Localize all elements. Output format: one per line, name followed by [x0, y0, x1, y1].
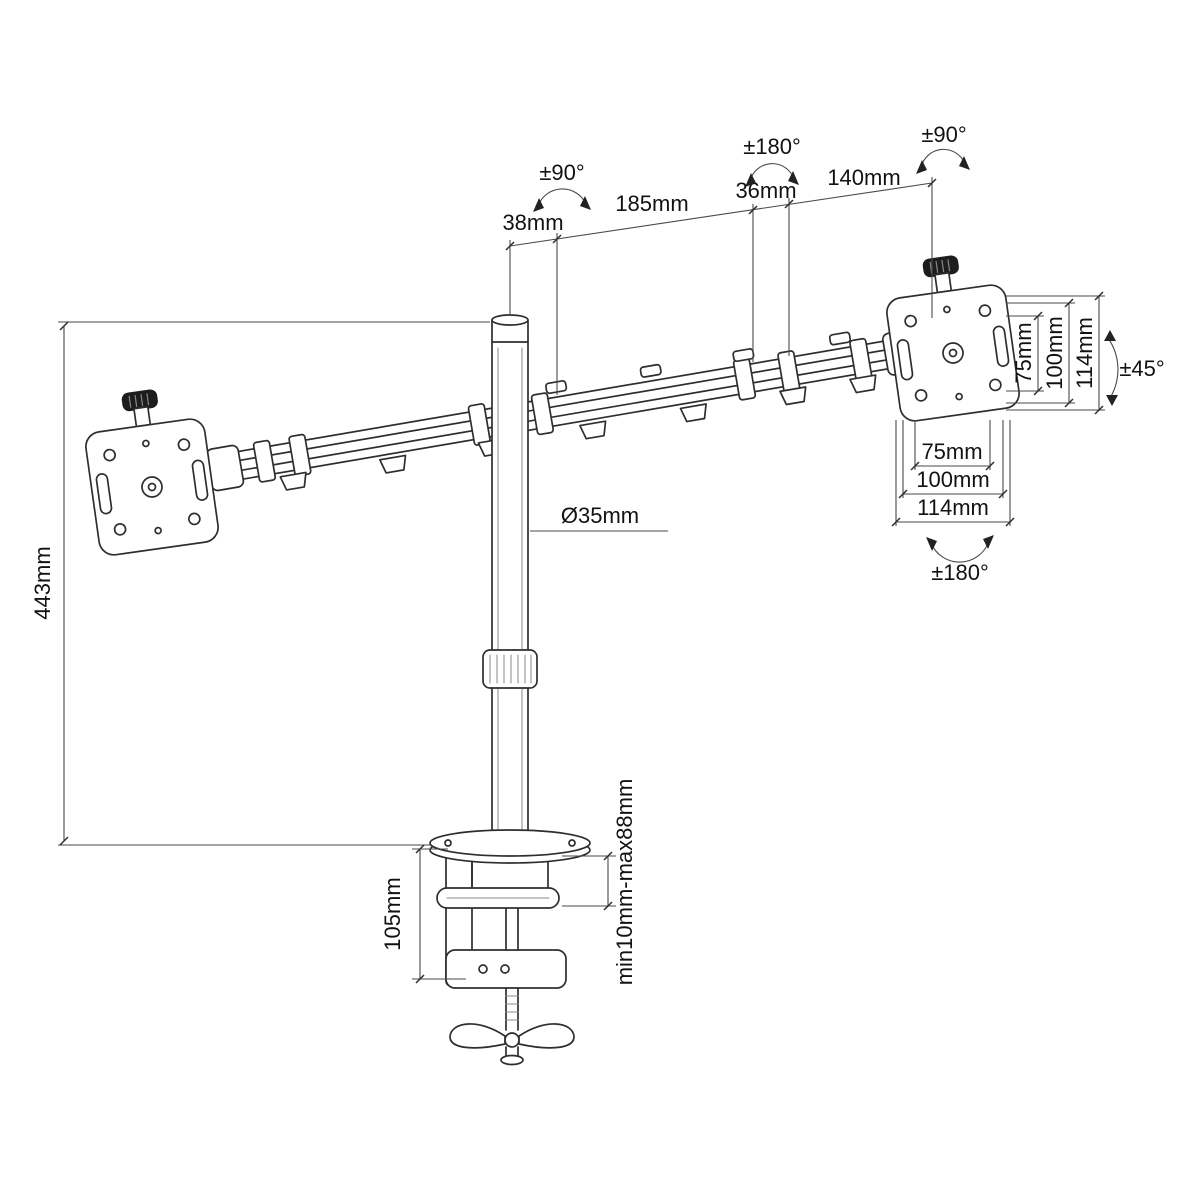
- rotation-arc-right-mount: [916, 148, 970, 174]
- arm-bracket: [252, 439, 277, 483]
- dimension-annotations: 38mm 185mm 36mm 140mm ±90° ±180° ±90°: [30, 122, 1165, 985]
- rotation-arc-pole-top: [533, 188, 591, 212]
- desk-clamp: [429, 829, 591, 1066]
- vesa-slot: [95, 473, 113, 515]
- vesa-hole: [914, 389, 928, 402]
- cable-clip: [279, 471, 307, 491]
- vesa-hole: [177, 438, 191, 451]
- vesa-hole: [103, 448, 116, 462]
- pole: [482, 314, 538, 849]
- vesa-slot: [992, 325, 1010, 367]
- vesa-vertical-dimensions: [1006, 291, 1105, 415]
- clamp-height-105-label: 105mm: [380, 877, 405, 950]
- desk-thickness-dimension: [562, 851, 616, 911]
- rotation-label-arm-joint: ±180°: [743, 134, 801, 159]
- height-dimension: [58, 321, 490, 846]
- cable-clip: [779, 386, 807, 406]
- right-vesa-plate: [886, 255, 1020, 422]
- vesa-plate-body: [886, 284, 1020, 422]
- desk-thickness-label: min10mm-max88mm: [612, 779, 637, 986]
- arm-top-clip: [732, 348, 755, 363]
- vesa-vertical-100-label: 100mm: [1042, 316, 1067, 389]
- vesa-slot: [896, 339, 914, 381]
- vesa-vertical-75-label: 75mm: [1011, 322, 1036, 383]
- dim-label-140mm: 140mm: [827, 165, 900, 190]
- top-dimension-chain: [505, 177, 937, 395]
- vesa-horizontal-75-label: 75mm: [921, 439, 982, 464]
- vesa-slot: [191, 459, 209, 501]
- cable-clip: [378, 454, 407, 474]
- vesa-hole: [113, 523, 127, 536]
- tilt-label-45: ±45°: [1119, 356, 1164, 381]
- tilt-arc-45: [1104, 330, 1119, 406]
- vesa-vertical-114-label: 114mm: [1072, 317, 1097, 389]
- rotation-arc-arm-joint: [745, 163, 799, 187]
- clamp-height-dimension: [412, 844, 466, 984]
- vesa-hole: [978, 304, 992, 317]
- arm-top-clip: [545, 380, 568, 395]
- wing-handle: [449, 1023, 575, 1066]
- vesa-horizontal-dimensions: [891, 420, 1015, 527]
- arm-top-clip: [828, 331, 852, 346]
- vesa-horizontal-114-label: 114mm: [917, 495, 989, 520]
- dim-label-185mm: 185mm: [615, 191, 688, 216]
- clamp-screw: [505, 907, 519, 1031]
- vesa-plate-body: [85, 418, 219, 556]
- dim-label-38mm: 38mm: [502, 210, 563, 235]
- cable-clip: [579, 420, 607, 440]
- clamp-lower-arm: [445, 949, 567, 989]
- vesa-hole: [989, 378, 1002, 392]
- cable-clip: [849, 374, 877, 394]
- dim-label-36mm: 36mm: [735, 178, 796, 203]
- rotation-label-plate-bottom: ±180°: [931, 560, 989, 585]
- pole-collar: [482, 649, 538, 689]
- height-443-label: 443mm: [30, 546, 55, 619]
- left-vesa-plate: [85, 389, 219, 556]
- arm-top-clip: [639, 363, 662, 378]
- rotation-label-pole-top: ±90°: [539, 160, 584, 185]
- vesa-horizontal-100-label: 100mm: [916, 467, 989, 492]
- vesa-hole: [904, 314, 917, 328]
- rotation-arc-plate-bottom: [926, 535, 994, 563]
- vesa-hole: [188, 512, 201, 526]
- pole-diameter-label: Ø35mm: [561, 503, 639, 528]
- arm-bracket: [530, 392, 555, 436]
- mount-arm: [205, 329, 917, 492]
- cable-clip: [679, 403, 707, 423]
- rotation-label-right-mount: ±90°: [921, 122, 966, 147]
